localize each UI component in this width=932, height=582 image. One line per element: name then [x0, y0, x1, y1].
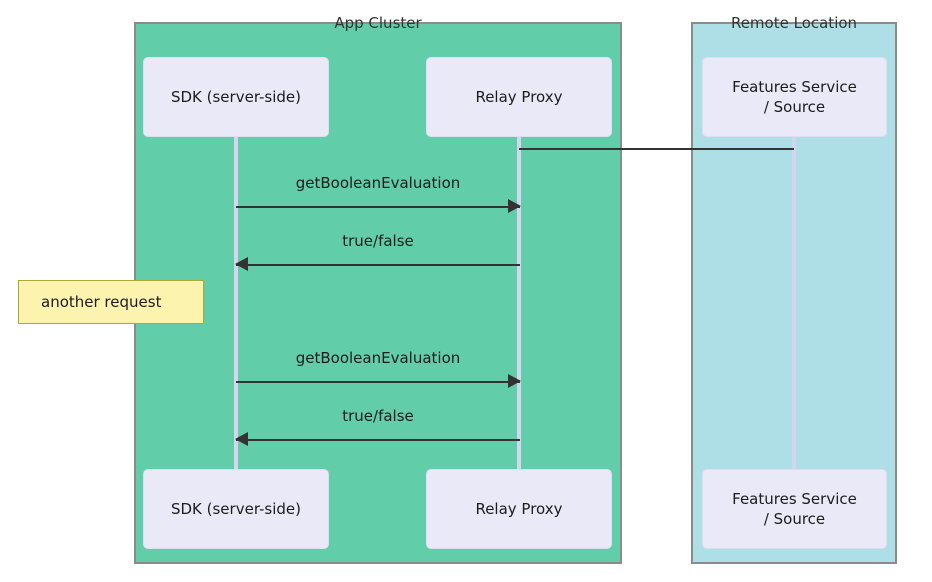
message-line: [236, 206, 520, 208]
participant-sdk-top[interactable]: SDK (server-side): [143, 57, 329, 137]
message-true-false-1: true/false: [235, 232, 520, 272]
note-another-request: another request: [18, 280, 204, 324]
message-line: [236, 381, 520, 383]
connector-relay-to-features: [519, 148, 794, 150]
message-line: [236, 264, 520, 266]
arrow-left-icon: [235, 257, 248, 271]
lifeline-features: [792, 136, 796, 472]
arrow-right-icon: [508, 199, 521, 213]
group-app-cluster-title: App Cluster: [334, 14, 422, 32]
arrow-right-icon: [508, 374, 521, 388]
lifeline-sdk: [234, 136, 238, 472]
message-get-boolean-evaluation-1: getBooleanEvaluation: [236, 174, 521, 214]
group-remote-location-title: Remote Location: [730, 14, 858, 32]
participant-relay-proxy-top[interactable]: Relay Proxy: [426, 57, 612, 137]
message-true-false-2: true/false: [235, 407, 520, 447]
message-label: getBooleanEvaluation: [295, 349, 461, 367]
message-label: getBooleanEvaluation: [295, 174, 461, 192]
arrow-left-icon: [235, 432, 248, 446]
participant-sdk-bottom[interactable]: SDK (server-side): [143, 469, 329, 549]
message-label: true/false: [342, 232, 414, 250]
participant-features-service-top[interactable]: Features Service / Source: [702, 57, 887, 137]
message-label: true/false: [342, 407, 414, 425]
message-get-boolean-evaluation-2: getBooleanEvaluation: [236, 349, 521, 389]
message-line: [236, 439, 520, 441]
participant-relay-proxy-bottom[interactable]: Relay Proxy: [426, 469, 612, 549]
participant-features-service-bottom[interactable]: Features Service / Source: [702, 469, 887, 549]
lifeline-relay: [517, 136, 521, 472]
